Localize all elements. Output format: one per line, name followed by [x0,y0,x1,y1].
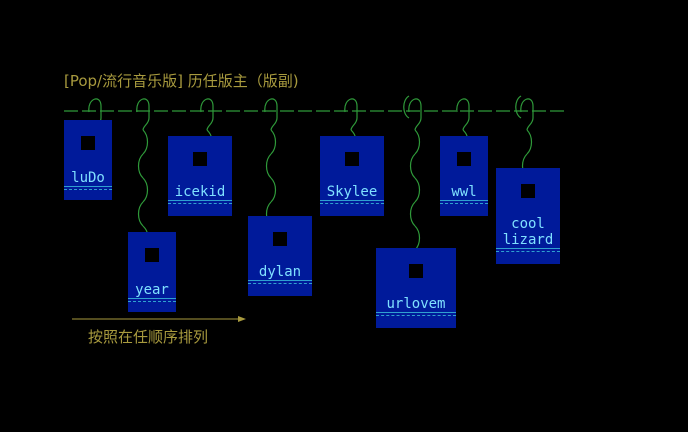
hook-hole [273,232,287,246]
name-underline [496,248,560,249]
hook-hole [409,264,423,278]
rope-segment [264,98,278,131]
moderator-name: wwl [451,184,477,200]
name-underline-dashed [496,251,560,252]
moderator-name: year [135,282,169,298]
moderator-card-year: year [128,232,176,312]
rope-segment [142,177,149,203]
rope-segment [408,98,422,131]
rope-segment [136,98,150,131]
name-underline [168,200,232,201]
rope-segment [515,95,522,119]
rope-segment [409,153,416,179]
rope-segment [414,129,421,155]
moderator-card-cool-lizard: cool lizard [496,168,560,264]
name-underline-dashed [128,301,176,302]
hook-hole [145,248,159,262]
rope-segment [526,129,533,155]
moderator-name: urlovem [386,296,446,312]
name-underline-dashed [320,203,384,204]
board-title: [Pop/流行音乐版] 历任版主（版副) [64,72,299,90]
moderator-name: icekid [174,184,226,200]
rope-segment [409,201,416,227]
moderator-name: cool lizard [502,216,554,248]
hook-hole [521,184,535,198]
moderator-card-skylee: Skylee [320,136,384,216]
moderator-name: Skylee [326,184,378,200]
rope-segment [200,98,214,131]
arrow-head [238,316,246,322]
name-underline-dashed [376,315,456,316]
hook-hole [457,152,471,166]
name-underline [248,280,312,281]
hook-hole [193,152,207,166]
moderator-card-ludo: luDo [64,120,112,200]
rope-segment [344,98,358,131]
name-underline [376,312,456,313]
rope-segment [456,98,470,131]
moderator-card-wwl: wwl [440,136,488,216]
rope-segment [520,98,534,131]
rope-segment [265,153,272,179]
name-underline [320,200,384,201]
moderator-card-dylan: dylan [248,216,312,296]
hook-hole [345,152,359,166]
name-underline-dashed [248,283,312,284]
rope-segment [414,177,421,203]
rope-segment [403,95,410,119]
name-underline [128,298,176,299]
hook-hole [81,136,95,150]
rope-segment [137,201,144,227]
moderator-card-icekid: icekid [168,136,232,216]
moderator-name: luDo [71,170,105,186]
rope-segment [137,153,144,179]
rope-segment [270,177,277,203]
rope-segment [142,129,149,155]
moderator-card-urlovem: urlovem [376,248,456,328]
name-underline-dashed [168,203,232,204]
order-caption: 按照在任顺序排列 [88,328,209,346]
name-underline [440,200,488,201]
name-underline-dashed [440,203,488,204]
rope-segment [270,129,277,155]
name-underline [64,186,112,187]
name-underline-dashed [64,189,112,190]
moderator-name: dylan [258,264,302,280]
